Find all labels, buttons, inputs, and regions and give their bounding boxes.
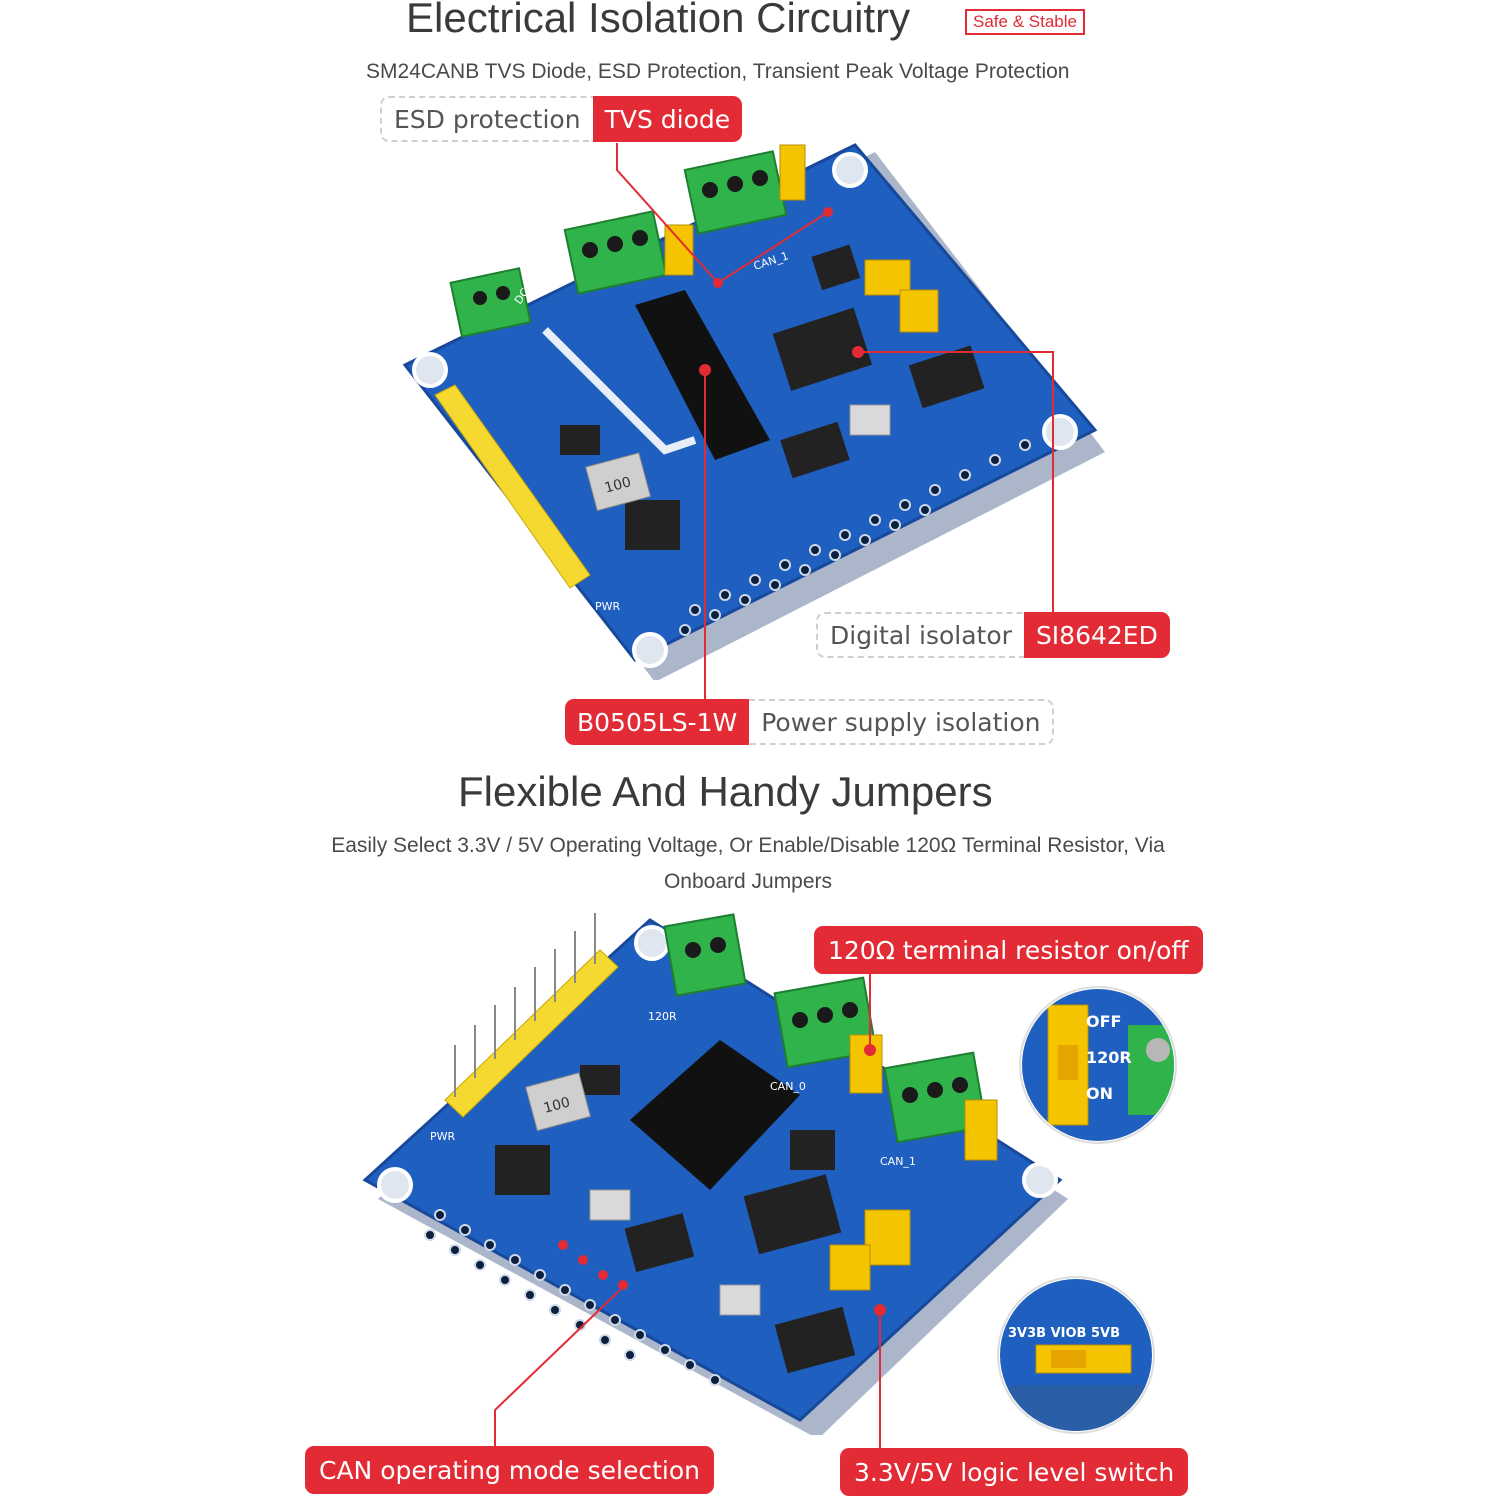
inset-120r-label: 120R — [1086, 1048, 1132, 1067]
esd-protection-label: ESD protection — [380, 96, 593, 142]
pwr-print: PWR — [595, 600, 621, 613]
power-isolation-tag: B0505LS-1W Power supply isolation — [565, 699, 1055, 745]
b0505ls-label: B0505LS-1W — [565, 699, 750, 745]
power-supply-isolation-label: Power supply isolation — [749, 699, 1055, 745]
inductor-print: 100 — [603, 474, 633, 496]
logic-level-inset: 3V3B VIOB 5VB — [997, 1276, 1155, 1434]
inset-off-label: OFF — [1086, 1012, 1121, 1031]
si8642ed-label: SI8642ED — [1023, 612, 1170, 658]
section2-title: Flexible And Handy Jumpers — [458, 768, 993, 815]
can-mode-selection-label: CAN operating mode selection — [305, 1446, 714, 1494]
safe-stable-badge: Safe & Stable — [965, 9, 1085, 35]
logic-level-switch-label: 3.3V/5V logic level switch — [840, 1448, 1189, 1496]
inset-on-label: ON — [1086, 1084, 1113, 1103]
section1-title: Electrical Isolation Circuitry — [406, 0, 911, 41]
isolated-can-board-bottom-image: 100 PWR CAN_0 CAN_1 120R — [362, 913, 1068, 1435]
digital-isolator-tag: Digital isolator SI8642ED — [816, 612, 1170, 658]
inset-levels-label: 3V3B VIOB 5VB — [1008, 1326, 1120, 1341]
section2-subtitle-line1: Easily Select 3.3V / 5V Operating Voltag… — [331, 834, 1165, 857]
jumper-resistor-inset: OFF 120R ON — [1019, 986, 1177, 1144]
section2-subtitle-line2: Onboard Jumpers — [663, 870, 833, 893]
pwr-print-2: PWR — [430, 1130, 456, 1143]
tvs-diode-label: TVS diode — [592, 96, 743, 142]
callout-lines-1 — [616, 143, 1054, 700]
inductor-print-2: 100 — [542, 1095, 572, 1117]
esd-protection-tag: ESD protection TVS diode — [380, 96, 743, 142]
digital-isolator-label: Digital isolator — [816, 612, 1024, 658]
isolated-can-board-top-image: 100 PWR CAN_1 DC8-26V — [402, 143, 1105, 680]
can1-print-2: CAN_1 — [880, 1155, 916, 1168]
section1-subtitle: SM24CANB TVS Diode, ESD Protection, Tran… — [366, 60, 1070, 83]
res-print: 120R — [648, 1010, 677, 1023]
can0-print: CAN_0 — [770, 1080, 806, 1093]
terminal-resistor-label: 120Ω terminal resistor on/off — [814, 926, 1203, 974]
